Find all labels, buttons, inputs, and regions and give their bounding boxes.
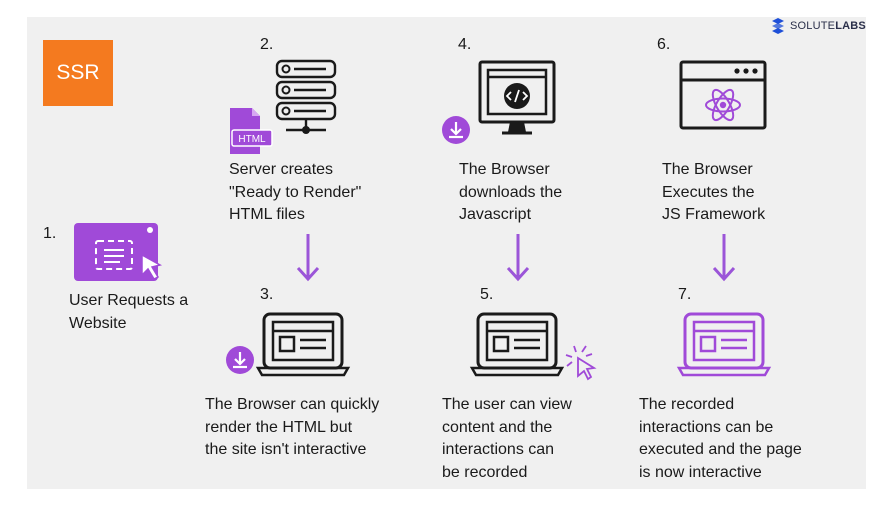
browser-react-icon [679, 60, 767, 130]
arrow-step-4-to-5 [506, 234, 530, 282]
diagram-background [27, 17, 866, 489]
step-6-number: 6. [657, 36, 671, 53]
solutelabs-s-logo-icon [772, 18, 784, 34]
arrow-step-2-to-3 [296, 234, 320, 282]
laptop-interactive-icon [676, 312, 772, 377]
brand-name: SOLUTELABS [790, 20, 866, 32]
step-1-number: 1. [43, 225, 57, 242]
step-7-number: 7. [678, 286, 692, 303]
html-file-label: HTML [238, 134, 266, 145]
laptop-download-icon [226, 312, 351, 377]
brand-logo: SOLUTELABS [770, 18, 866, 34]
server-html-icon: HTML [230, 59, 337, 154]
step-3-number: 3. [260, 286, 274, 303]
step-4-number: 4. [458, 36, 472, 53]
step-2-number: 2. [260, 36, 274, 53]
step-2-caption: Server creates"Ready to Render"HTML file… [229, 161, 362, 223]
browser-click-icon [74, 223, 163, 281]
laptop-cursor-icon [469, 312, 597, 381]
ssr-badge: SSR [43, 40, 113, 106]
arrow-step-6-to-7 [712, 234, 736, 282]
monitor-code-download-icon [442, 60, 556, 144]
step-5-number: 5. [480, 286, 494, 303]
